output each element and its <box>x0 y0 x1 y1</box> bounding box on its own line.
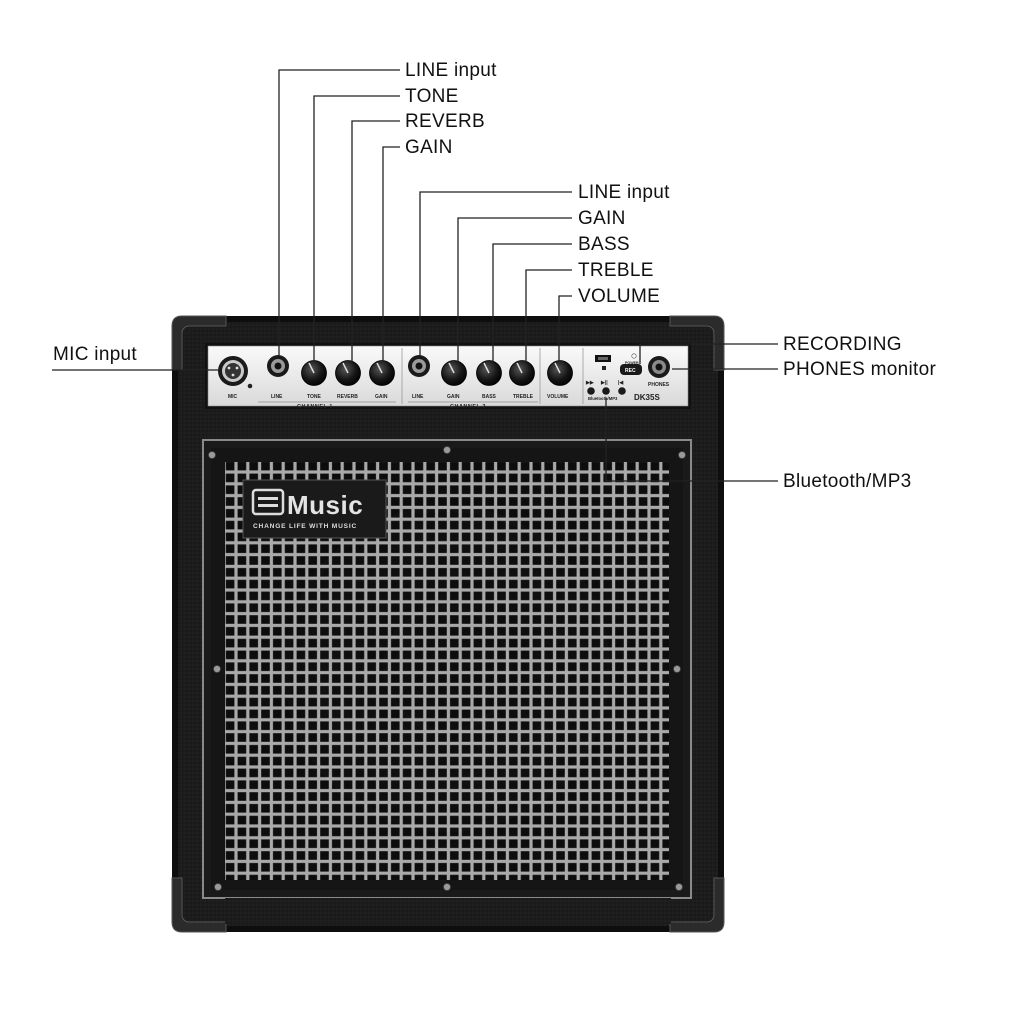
callout-phones-monitor: PHONES monitor <box>783 359 936 380</box>
svg-text:▶▶: ▶▶ <box>585 380 595 386</box>
usb-slot[interactable] <box>595 355 611 362</box>
panel-label-gain2: GAIN <box>447 394 460 400</box>
callout-ch1-reverb: REVERB <box>405 111 485 132</box>
cabinet-bottom-strip <box>225 898 671 924</box>
bass-knob[interactable] <box>476 360 502 386</box>
brand-name: Music <box>287 490 363 520</box>
brand-tagline: CHANGE LIFE WITH MUSIC <box>253 523 357 530</box>
callout-recording: RECORDING <box>783 334 902 355</box>
panel-label-phones: PHONES <box>648 382 670 388</box>
speaker-grille <box>202 439 692 899</box>
callout-ch2-gain: GAIN <box>578 208 626 229</box>
callout-ch2-line-input: LINE input <box>578 182 670 203</box>
treble-knob[interactable] <box>509 360 535 386</box>
gain1-knob[interactable] <box>369 360 395 386</box>
callout-ch2-bass: BASS <box>578 234 630 255</box>
callout-bluetooth-mp3: Bluetooth/MP3 <box>783 471 912 492</box>
panel-label-line2: LINE <box>412 394 424 400</box>
leader-lines <box>52 69 778 482</box>
svg-text:REC: REC <box>625 368 636 374</box>
panel-label-reverb: REVERB <box>337 394 358 400</box>
panel-label-line1: LINE <box>271 394 283 400</box>
bt-button-icons: ▶▶ ▶|| |◀ <box>585 380 623 386</box>
gain2-knob[interactable] <box>441 360 467 386</box>
mic-xlr-jack[interactable] <box>218 356 248 386</box>
rec-button[interactable]: REC <box>620 364 642 375</box>
bt-buttons[interactable] <box>587 387 626 395</box>
panel-label-treble: TREBLE <box>513 394 534 400</box>
line2-jack[interactable] <box>408 355 430 377</box>
panel-label-power: POWER <box>625 361 639 365</box>
line1-jack[interactable] <box>267 355 289 377</box>
panel-label-channel2: CHANNEL 2 <box>450 404 486 410</box>
panel-label-mic: MIC <box>228 394 238 400</box>
bt-play-icon <box>602 366 606 370</box>
panel-label-bt: Bluetooth/MP3 <box>588 396 618 401</box>
panel-label-bass: BASS <box>482 394 497 400</box>
brand-logo: Music CHANGE LIFE WITH MUSIC <box>242 479 387 539</box>
mic-latch-dot <box>247 383 253 389</box>
callout-ch2-treble: TREBLE <box>578 260 654 281</box>
svg-text:▶||: ▶|| <box>600 380 608 386</box>
panel-label-volume: VOLUME <box>547 394 569 400</box>
tone-knob[interactable] <box>301 360 327 386</box>
panel-label-model: DK35S <box>634 393 660 402</box>
svg-text:|◀: |◀ <box>618 380 623 386</box>
reverb-knob[interactable] <box>335 360 361 386</box>
phones-jack[interactable] <box>648 356 670 378</box>
panel-label-tone: TONE <box>307 394 321 400</box>
power-led <box>631 353 637 359</box>
callout-ch1-gain: GAIN <box>405 137 453 158</box>
callout-ch1-line-input: LINE input <box>405 60 497 81</box>
panel-label-channel1: CHANNEL 1 <box>297 404 333 410</box>
volume-knob[interactable] <box>547 360 573 386</box>
callout-mic-input: MIC input <box>53 344 137 365</box>
callout-ch1-tone: TONE <box>405 86 459 107</box>
grille-screws <box>208 446 686 891</box>
callout-ch2-volume: VOLUME <box>578 286 660 307</box>
panel-label-gain1: GAIN <box>375 394 388 400</box>
